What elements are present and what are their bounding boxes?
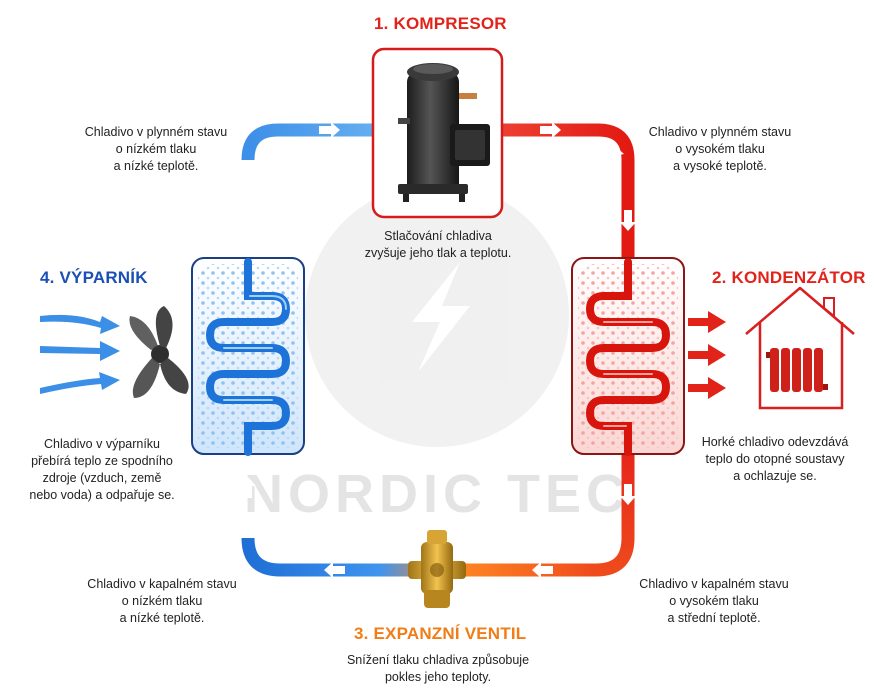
condenser-title: 2. KONDENZÁTOR: [712, 268, 866, 287]
fan-icon: [129, 306, 189, 398]
expansion-valve-description: Snížení tlaku chladiva způsobuje pokles …: [346, 653, 530, 684]
pipe-bottom: [241, 537, 596, 577]
compressor-unit: [371, 47, 504, 219]
house-icon: [745, 286, 855, 410]
heat-flow-arrows: [688, 311, 726, 399]
state-label-top-right: Chladivo v plynném stavu o vysokém tlaku…: [648, 125, 792, 173]
watermark-logo: [305, 183, 569, 447]
condenser-unit: [571, 257, 685, 456]
compressor-description: Stlačování chladiva zvyšuje jeho tlak a …: [364, 229, 512, 260]
evaporator-coil: [205, 258, 291, 456]
flow-arrow-icon: [240, 477, 256, 498]
evaporator-description: Chladivo v výparníku přebírá teplo ze sp…: [29, 437, 175, 502]
heat-arrow-icon: [688, 344, 726, 366]
corner-arrow-icon: [258, 140, 277, 152]
air-flow-arrows: [40, 314, 120, 394]
watermark-text: NORDIC TEC: [244, 464, 630, 524]
heat-arrow-icon: [688, 377, 726, 399]
flow-arrow-icon: [620, 484, 636, 505]
flow-arrow-icon: [324, 562, 345, 578]
heat-arrow-icon: [688, 311, 726, 333]
pipe-right-lower: [595, 452, 635, 577]
corner-arrows: [258, 140, 624, 156]
air-arrow-icon: [40, 372, 120, 394]
expansion-valve: [408, 530, 466, 608]
flow-arrow-icon: [532, 562, 553, 578]
evaporator-unit: [191, 257, 305, 456]
state-label-top-left: Chladivo v plynném stavu o nízkém tlaku …: [84, 125, 228, 173]
expansion-valve-title: 3. EXPANZNÍ VENTIL: [354, 624, 527, 643]
air-arrow-icon: [40, 314, 120, 334]
corner-arrow-icon: [614, 145, 624, 156]
condenser-coil: [585, 258, 671, 456]
air-arrow-icon: [40, 341, 120, 361]
flow-arrows: [240, 122, 636, 578]
compressor-title: 1. KOMPRESOR: [374, 14, 507, 33]
flow-arrow-icon: [240, 211, 256, 232]
flow-arrow-icon: [620, 210, 636, 231]
flow-arrow-icon: [319, 122, 340, 138]
flow-arrow-icon: [540, 122, 561, 138]
state-label-bottom-left: Chladivo v kapalném stavu o nízkém tlaku…: [87, 577, 237, 625]
radiator-icon: [766, 348, 828, 392]
condenser-description: Horké chladivo odevzdává teplo do otopné…: [701, 435, 849, 483]
state-label-bottom-right: Chladivo v kapalném stavu o vysokém tlak…: [639, 577, 789, 625]
evaporator-title: 4. VÝPARNÍK: [40, 268, 148, 287]
